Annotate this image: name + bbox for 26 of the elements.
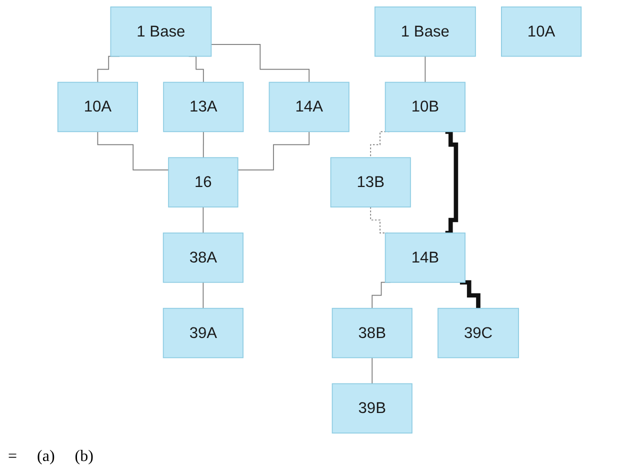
node-box: 10A <box>501 6 582 57</box>
node-box: 1 Base <box>110 6 212 57</box>
connector <box>202 206 204 234</box>
node-box: 39C <box>438 308 519 358</box>
connector <box>202 282 204 309</box>
node-box: 39B <box>332 383 412 434</box>
connector <box>202 131 204 158</box>
node-box: 38B <box>332 308 412 358</box>
node-box: 14A <box>268 82 350 132</box>
panel-label: (b) <box>74 448 94 466</box>
node-box: 16 <box>168 157 238 208</box>
node-box: 1 Base <box>374 6 476 57</box>
node-box: 14B <box>384 232 466 283</box>
node-box: 13A <box>163 82 244 132</box>
connector <box>424 56 426 83</box>
node-box: 38A <box>162 232 244 283</box>
connector <box>97 131 169 170</box>
node-box: 39A <box>162 308 244 358</box>
connector <box>372 357 373 384</box>
connector <box>210 44 310 83</box>
connector <box>237 131 310 170</box>
node-box: 10A <box>57 82 138 132</box>
node-box: 10B <box>384 82 466 132</box>
equals-sign: = <box>8 448 18 466</box>
panel-label: (a) <box>37 448 55 466</box>
node-box: 13B <box>330 157 411 208</box>
